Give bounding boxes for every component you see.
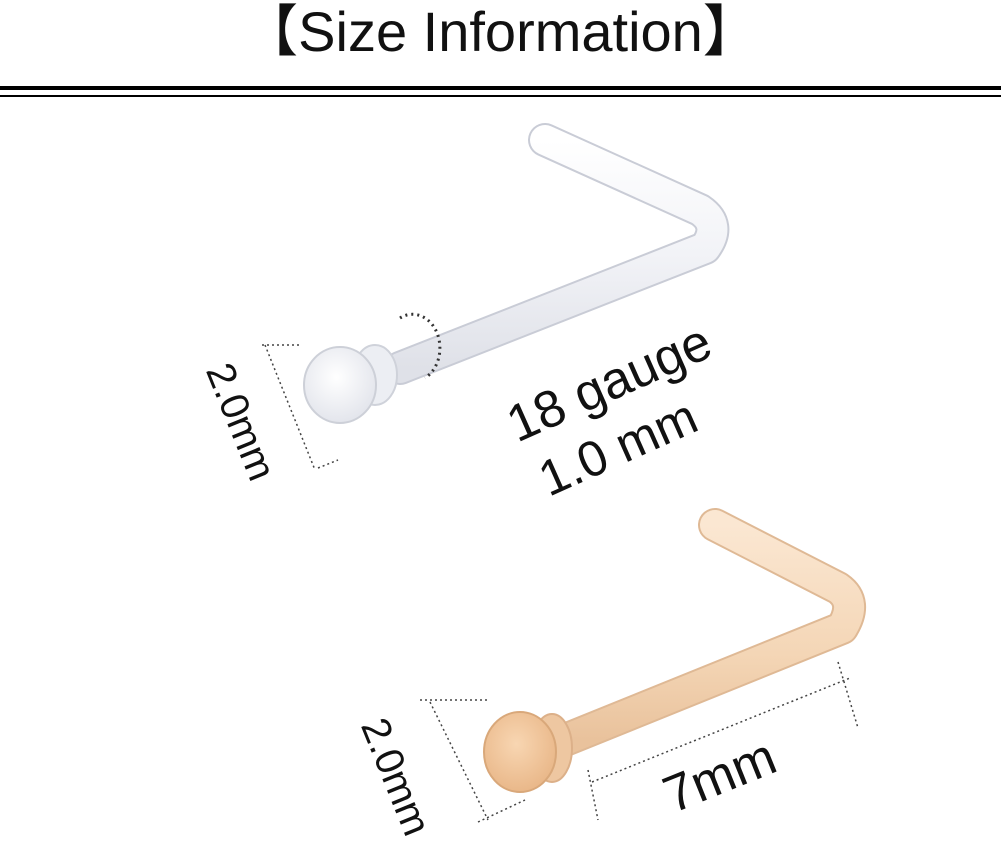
page-title: 【Size Information】 bbox=[242, 0, 759, 63]
skin-nose-pin bbox=[420, 508, 866, 823]
header-divider-thin bbox=[0, 95, 1001, 97]
clear-nose-pin bbox=[262, 123, 730, 471]
header-divider-thick bbox=[0, 86, 1001, 90]
